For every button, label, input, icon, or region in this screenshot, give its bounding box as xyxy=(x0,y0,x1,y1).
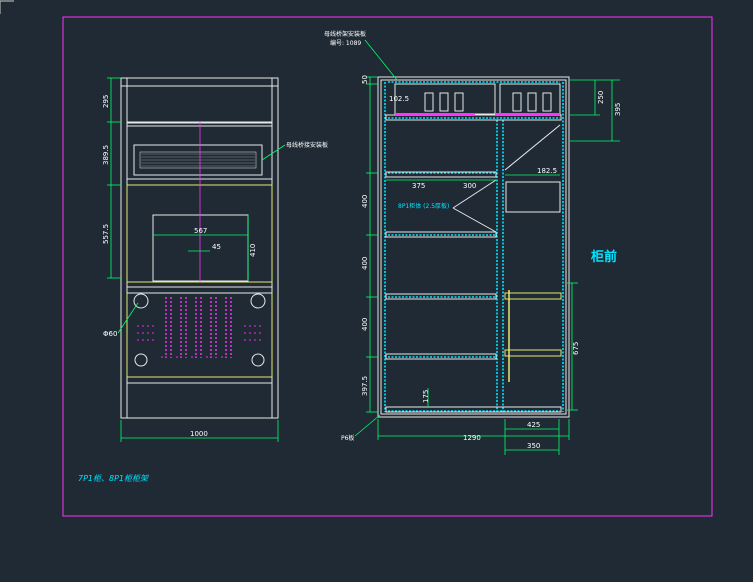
side-dim-left-3: 400 xyxy=(361,318,369,331)
side-dim-shelf-left: 375 xyxy=(412,182,425,190)
front-bottom-panel xyxy=(126,292,273,378)
side-dim-right-2: 395 xyxy=(614,103,622,116)
front-dim-bottom: 1000 xyxy=(190,430,208,438)
side-callout-bottom: P6板 xyxy=(341,434,354,442)
side-dim-left-2: 400 xyxy=(361,257,369,270)
dim-inner-height: 410 xyxy=(249,244,257,257)
side-dim-right-lower: 675 xyxy=(572,342,580,355)
terminal-strips xyxy=(165,297,232,358)
brace-upper xyxy=(504,124,561,171)
side-dim-bottom-total: 1290 xyxy=(463,434,481,442)
side-dim-inner-bottom: 175 xyxy=(422,390,430,403)
side-posts xyxy=(384,81,564,412)
side-dim-left-4: 397.5 xyxy=(361,376,369,396)
side-dim-top-left: 50 xyxy=(361,75,369,84)
side-dim-shelf-right: 300 xyxy=(463,182,476,190)
side-dim-top-inner: 102.5 xyxy=(389,95,409,103)
drawing-title: 7P1柜、8P1柜柜架 xyxy=(78,474,149,483)
front-cutout xyxy=(152,214,249,282)
side-view: 250 395 675 50 400 400 400 397.5 102.5 3… xyxy=(324,30,622,455)
top-module-slots xyxy=(394,83,561,115)
side-dim-small-right: 182.5 xyxy=(537,167,557,175)
louver-slots xyxy=(139,151,257,169)
rear-label: 柜前 xyxy=(590,249,617,265)
side-dim-bottom-350: 350 xyxy=(527,442,540,450)
side-callout-top-line1: 母线桥架安装板 xyxy=(324,30,366,38)
front-view: 567 45 410 295 389.5 557.5 1000 Φ60 母线桥接… xyxy=(102,77,328,442)
ucs-corner-marker xyxy=(0,0,14,14)
front-cabinet-outline xyxy=(120,77,279,419)
side-center-label: 8P1柜体 (2.5厚板) xyxy=(398,202,449,210)
hole-top-left xyxy=(133,293,149,309)
front-top-compartment xyxy=(126,85,273,124)
side-dim-bottom-425: 425 xyxy=(527,421,540,429)
side-cabinet-outline xyxy=(377,76,570,418)
side-shelves xyxy=(385,114,562,413)
front-mid-panel xyxy=(126,184,273,283)
side-dim-right-1: 250 xyxy=(597,91,605,104)
hole-bottom-right xyxy=(251,353,265,367)
hole-bottom-left xyxy=(134,353,148,367)
front-dim-left-2: 389.5 xyxy=(102,145,110,165)
side-dim-left-1: 400 xyxy=(361,195,369,208)
hole-top-right xyxy=(250,293,266,309)
drawing-frame xyxy=(62,16,713,517)
front-dim-left-3: 557.5 xyxy=(102,224,110,244)
front-dim-left-1: 295 xyxy=(102,95,110,108)
front-dim-hole: Φ60 xyxy=(103,330,117,338)
side-callout-top-line2: 编号: 1089 xyxy=(330,39,361,47)
dim-inner-width: 567 xyxy=(194,227,207,235)
dim-inner-small: 45 xyxy=(212,243,221,251)
front-callout-busbar: 母线桥接安装板 xyxy=(286,141,328,149)
dot-grids xyxy=(137,325,261,358)
